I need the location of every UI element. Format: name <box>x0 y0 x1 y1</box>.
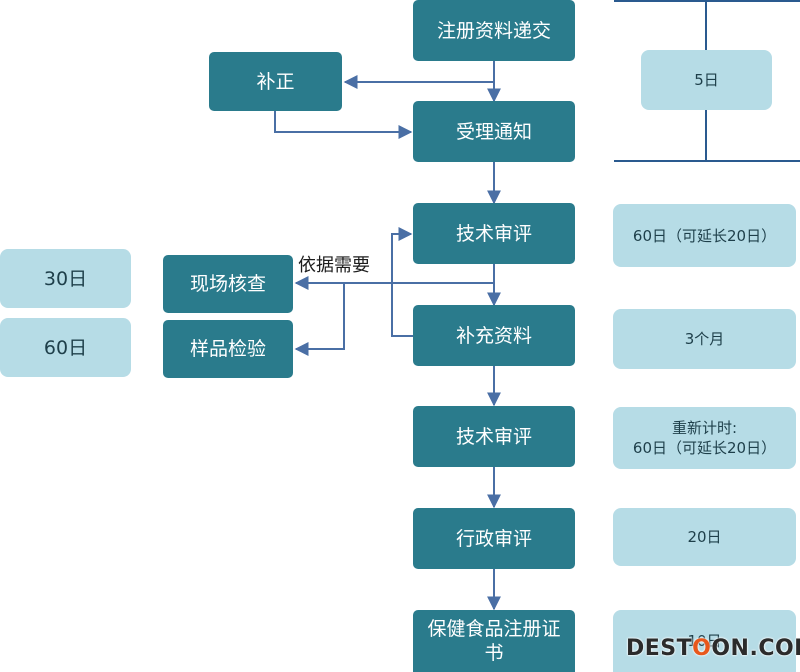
duration-onsite-inspection: 30日 <box>0 249 131 308</box>
step-correction: 补正 <box>209 52 342 111</box>
step-certificate: 保健食品注册证书 <box>413 610 575 672</box>
duration-acceptance: 5日 <box>641 50 772 110</box>
arrow-supplement-to-review-loop <box>391 227 413 337</box>
step-admin-review: 行政审评 <box>413 508 575 569</box>
step-tech-review-1: 技术审评 <box>413 203 575 264</box>
duration-supplement: 3个月 <box>613 309 796 369</box>
arrow-correction-to-acceptance <box>274 111 413 139</box>
step-sample-testing: 样品检验 <box>163 320 293 378</box>
as-needed-label: 依据需要 <box>298 255 370 276</box>
step-supplement: 补充资料 <box>413 305 575 366</box>
step-tech-review-2: 技术审评 <box>413 406 575 467</box>
step-onsite-inspection: 现场核查 <box>163 255 293 313</box>
step-certificate-label: 保健食品注册证书 <box>427 618 561 664</box>
arrow-to-sampling <box>294 283 345 356</box>
watermark-logo: DESTOON.COM <box>626 636 800 661</box>
duration-tech-review-1: 60日（可延长20日） <box>613 204 796 267</box>
duration-tech-review-2-line1: 重新计时: <box>671 419 738 437</box>
duration-certificate: 10日 <box>613 610 796 672</box>
duration-sample-testing: 60日 <box>0 318 131 377</box>
step-submit: 注册资料递交 <box>413 0 575 61</box>
duration-tech-review-2: 重新计时: 60日（可延长20日） <box>613 407 796 469</box>
duration-tech-review-2-line2: 60日（可延长20日） <box>632 439 777 457</box>
duration-admin-review: 20日 <box>613 508 796 566</box>
step-acceptance: 受理通知 <box>413 101 575 162</box>
